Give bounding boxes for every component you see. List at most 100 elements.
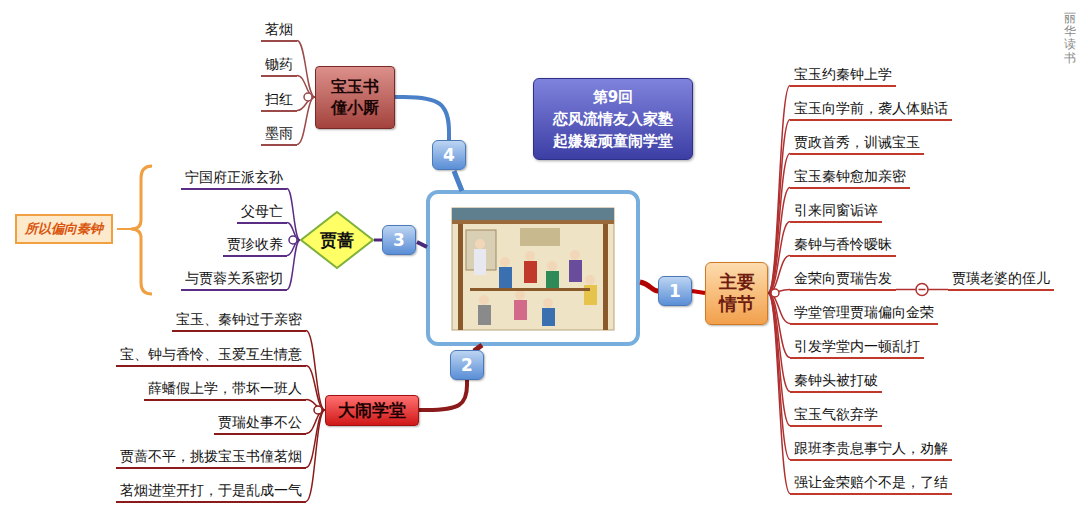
number-badge: 4 (432, 140, 466, 170)
connector (768, 86, 790, 294)
node-text: 锄药 (265, 55, 293, 73)
node-text: 宝、钟与香怜、玉爱互生情意 (120, 345, 302, 363)
connector (768, 120, 790, 294)
connector (768, 293, 790, 494)
node-text: 秦钟与香怜暧昧 (794, 235, 892, 253)
connector (287, 189, 300, 241)
collapse-symbol (771, 289, 779, 297)
node-text: 4 (443, 145, 455, 165)
node-text: 大闹学堂 (338, 399, 406, 422)
connector (395, 97, 449, 140)
connector (896, 289, 948, 291)
branch-trunk (417, 242, 427, 247)
connector (768, 293, 790, 460)
node-text: 引发学堂内一顿乱打 (794, 337, 920, 355)
connector (297, 41, 315, 98)
node-text: 3 (393, 230, 405, 250)
node-text: 主要情节 (718, 271, 755, 315)
topic-item: 宝、钟与香怜、玉爱互生情意 (116, 344, 306, 367)
branch-box: 宝玉书僮小厮 (315, 66, 395, 129)
node-text: 所以偏向秦钟 (25, 220, 103, 238)
title-text: 第9回 恋风流情友入家塾 起嫌疑顽童闹学堂 (553, 86, 673, 152)
title-line: 起嫌疑顽童闹学堂 (553, 130, 673, 152)
topic-item: 贾璜老婆的侄儿 (948, 268, 1054, 291)
topic-item: 贾蔷不平，挑拨宝玉书僮茗烟 (116, 446, 306, 469)
topic-item: 薛蟠假上学，带坏一班人 (144, 378, 306, 401)
connector (768, 256, 790, 294)
title-line: 恋风流情友入家塾 (553, 108, 673, 130)
topic-item: 父母亡 (237, 201, 287, 224)
node-text: 宝玉向学前，袭人体贴话 (794, 99, 948, 117)
topic-item: 宝玉秦钟愈加亲密 (790, 166, 910, 189)
node-text: 贾瑞处事不公 (218, 413, 302, 431)
node-text: 扫红 (265, 90, 293, 108)
topic-item: 宝玉约秦钟上学 (790, 64, 896, 87)
topic-item: 引来同窗诟谇 (790, 200, 882, 223)
node-text: 薛蟠假上学，带坏一班人 (148, 379, 302, 397)
node-text: 与贾蓉关系密切 (185, 269, 283, 287)
node-text: 贾政首秀，训诫宝玉 (794, 133, 920, 151)
node-text: 宝玉书僮小厮 (330, 76, 380, 118)
collapse-symbol (289, 236, 297, 244)
node-text: 宝玉约秦钟上学 (794, 65, 892, 83)
central-picture (428, 192, 638, 344)
topic-item: 贾政首秀，训诫宝玉 (790, 132, 924, 155)
topic-item: 扫红 (261, 89, 297, 112)
brace (131, 166, 152, 294)
branch-trunk (454, 171, 462, 191)
branch-box: 主要情节 (705, 262, 768, 325)
branch-trunk (640, 282, 658, 291)
topic-item: 秦钟头被打破 (790, 370, 882, 393)
topic-item: 贾瑞处事不公 (214, 412, 306, 435)
connector (306, 331, 325, 411)
branch-diamond: 贾蔷 (300, 211, 374, 269)
topic-item: 宁国府正派玄孙 (181, 167, 287, 190)
node-text: 金荣向贾瑞告发 (794, 269, 892, 287)
node-text: 跟班李贵息事宁人，劝解 (794, 439, 948, 457)
topic-item: 学堂管理贾瑞偏向金荣 (790, 302, 938, 325)
node-text: 强让金荣赔个不是，了结 (794, 473, 948, 491)
topic-item: 茗烟进堂开打，于是乱成一气 (116, 480, 306, 503)
node-text: 引来同窗诟谇 (794, 201, 878, 219)
node-text: 墨雨 (265, 124, 293, 142)
node-text: 贾蔷不平，挑拨宝玉书僮茗烟 (120, 447, 302, 465)
node-text: 宝玉、秦钟过于亲密 (176, 310, 302, 328)
branch-box: 大闹学堂 (325, 395, 419, 426)
node-text: 父母亡 (241, 202, 283, 220)
leader-line (117, 228, 131, 230)
number-badge: 2 (450, 350, 484, 380)
node-text: 宝玉秦钟愈加亲密 (794, 167, 906, 185)
connector (306, 410, 325, 502)
node-text: 贾珍收养 (227, 235, 283, 253)
topic-item: 宝玉气欲弃学 (790, 404, 882, 427)
node-text: 贾蔷 (320, 229, 354, 252)
connector (692, 291, 705, 293)
topic-item: 宝玉向学前，袭人体贴话 (790, 98, 952, 121)
node-text: 茗烟 (265, 20, 293, 38)
node-text: 学堂管理贾瑞偏向金荣 (794, 303, 934, 321)
topic-item: 跟班李贵息事宁人，劝解 (790, 438, 952, 461)
title-box: 第9回 恋风流情友入家塾 起嫌疑顽童闹学堂 (533, 78, 693, 160)
node-text: 秦钟头被打破 (794, 371, 878, 389)
connector (287, 240, 300, 290)
connector (306, 366, 325, 411)
node-text: 茗烟进堂开打，于是乱成一气 (120, 481, 302, 499)
number-badge: 3 (382, 225, 416, 255)
topic-item: 引发学堂内一顿乱打 (790, 336, 924, 359)
connector (419, 380, 467, 410)
connector (768, 222, 790, 294)
collapse-symbol (304, 93, 312, 101)
topic-item: 金荣向贾瑞告发 (790, 268, 896, 291)
collapse-symbol (916, 284, 928, 296)
connector (374, 239, 382, 242)
topic-item: 茗烟 (261, 19, 297, 42)
topic-item: 与贾蓉关系密切 (181, 268, 287, 291)
node-text: 1 (669, 281, 681, 301)
topic-item: 强让金荣赔个不是，了结 (790, 472, 952, 495)
watermark: 丽华读书 (1064, 12, 1076, 65)
node-text: 贾璜老婆的侄儿 (952, 269, 1050, 287)
node-text: 2 (461, 355, 473, 375)
topic-item: 墨雨 (261, 123, 297, 146)
topic-item: 秦钟与香怜暧昧 (790, 234, 896, 257)
